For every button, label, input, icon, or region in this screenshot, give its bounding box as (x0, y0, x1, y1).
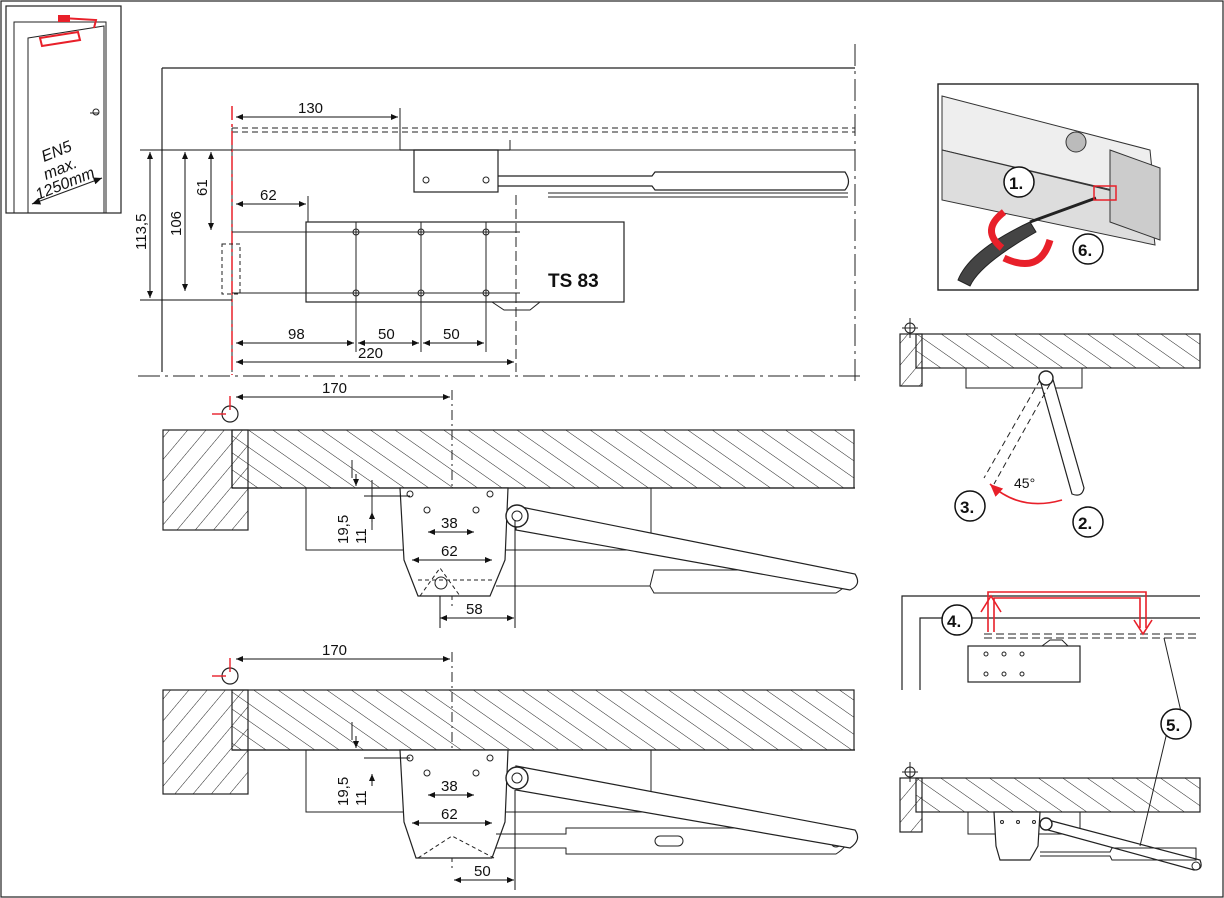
dim-106: 106 (168, 211, 185, 236)
dim-38-b: 38 (441, 778, 458, 795)
dim-170-b: 170 (322, 642, 347, 659)
dim-50-b: 50 (443, 326, 460, 343)
rail-insertion-diagram (901, 591, 1200, 690)
step-5-label: 5. (1166, 716, 1180, 735)
dim-62-b: 62 (441, 806, 458, 823)
side-view-1 (162, 390, 859, 610)
side-view-2-dimensions (236, 656, 516, 890)
step-6-badge: 6. (1072, 233, 1104, 265)
step-3-label: 3. (960, 498, 974, 517)
dim-130: 130 (298, 100, 323, 117)
final-mount-diagram (899, 637, 1202, 871)
dim-220: 220 (358, 345, 383, 362)
top-view (138, 44, 860, 385)
dim-19-5-b: 19,5 (335, 777, 352, 806)
step-3-badge: 3. (954, 490, 986, 522)
model-label: TS 83 (548, 271, 599, 292)
step-5-badge: 5. (1160, 708, 1192, 740)
dim-50-c: 50 (474, 863, 491, 880)
step-2-badge: 2. (1072, 506, 1104, 538)
side-view-1-dimensions (236, 394, 516, 628)
step-4-label: 4. (947, 612, 961, 631)
step-4-badge: 4. (941, 604, 973, 636)
dim-11-a: 11 (353, 528, 370, 544)
step-6-label: 6. (1078, 241, 1092, 260)
step-1-badge: 1. (1003, 166, 1035, 198)
adjustment-photo (937, 83, 1199, 291)
step-1-label: 1. (1009, 174, 1023, 193)
dim-38-a: 38 (441, 515, 458, 532)
dim-58: 58 (466, 601, 483, 618)
dim-61: 61 (194, 179, 211, 196)
dim-11-b: 11 (353, 790, 370, 806)
step-2-label: 2. (1078, 514, 1092, 533)
arm-angle-diagram (899, 318, 1201, 505)
angle-label: 45° (1014, 475, 1035, 491)
side-view-2 (162, 652, 859, 870)
door-width-icon (5, 5, 122, 214)
dim-113-5: 113,5 (133, 214, 150, 250)
dim-62-top: 62 (260, 187, 277, 204)
top-view-dimensions (140, 114, 514, 365)
dim-50-a: 50 (378, 326, 395, 343)
dim-98: 98 (288, 326, 305, 343)
dim-62-a: 62 (441, 543, 458, 560)
dim-170-a: 170 (322, 380, 347, 397)
dim-19-5-a: 19,5 (335, 515, 352, 544)
